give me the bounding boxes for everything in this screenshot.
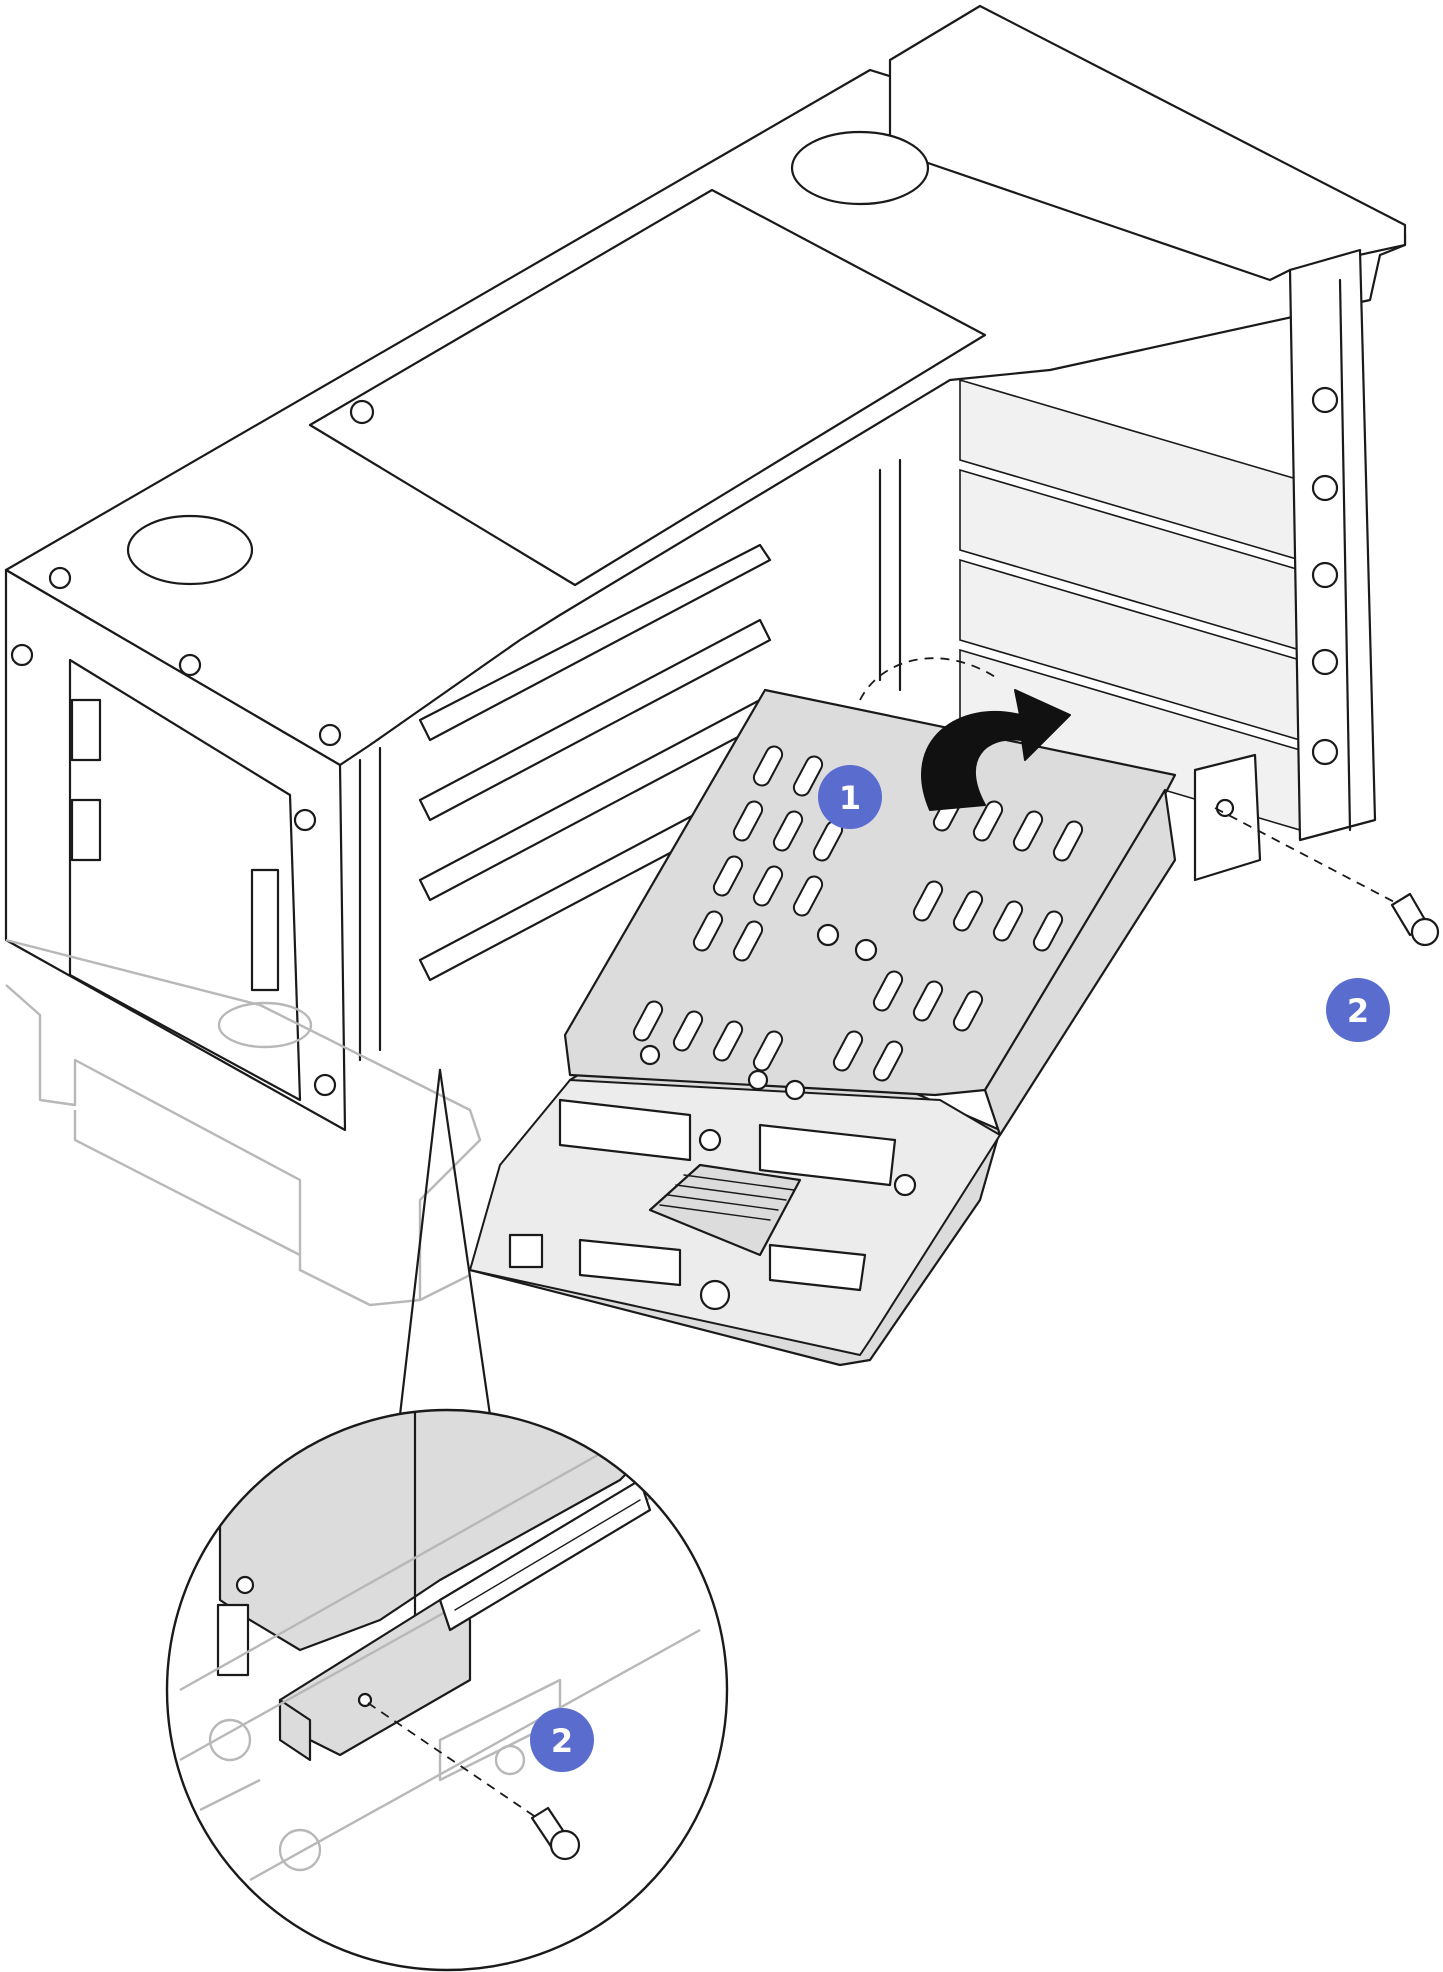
detail-leader — [398, 1068, 492, 1417]
curved-arrow-icon — [921, 689, 1071, 811]
screw-icon — [1390, 892, 1440, 947]
heatsink — [648, 1163, 802, 1257]
svg-text:1: 1 — [839, 779, 861, 817]
detail-magnifier: 2 — [165, 1408, 729, 1972]
riser-cage — [4, 4, 1407, 1132]
svg-text:2: 2 — [551, 1722, 573, 1760]
vent-slots — [632, 745, 1084, 1082]
callout-1: 1 — [818, 765, 882, 829]
callout-2-detail: 2 — [530, 1708, 594, 1772]
svg-text:2: 2 — [1347, 992, 1369, 1030]
vent-hole — [790, 130, 930, 206]
callout-2-main: 2 — [1326, 978, 1390, 1042]
screw-icon — [530, 1806, 581, 1861]
screw-icon — [1311, 386, 1339, 766]
vent-hole — [126, 514, 254, 586]
ghost-base-frame — [5, 938, 482, 1307]
rotation-path — [859, 657, 1001, 701]
m2-adapter-tray — [468, 688, 1177, 1367]
pcie-card-bank — [959, 248, 1377, 882]
screw-path — [1214, 807, 1401, 906]
screw-path — [367, 1702, 541, 1821]
